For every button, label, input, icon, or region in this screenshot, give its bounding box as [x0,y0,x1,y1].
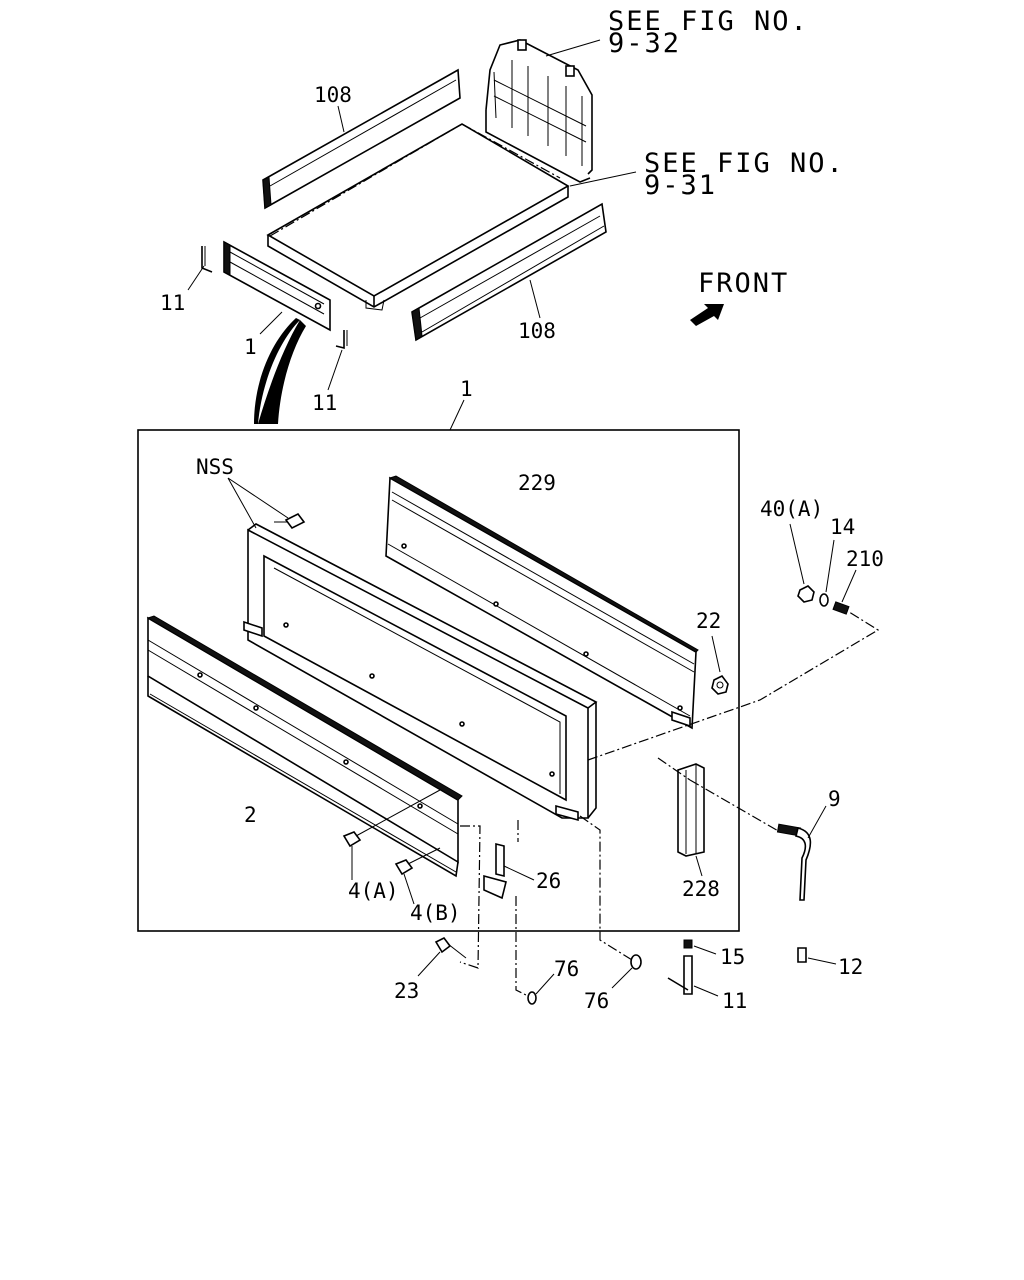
leaders-upper [187,39,637,391]
callout-108-top: 108 [314,83,352,107]
tailgate-small [223,240,331,332]
see-fig-2-line1: SEE FIG NO. [644,148,845,179]
bolt-4a [342,789,441,880]
inner-panel [385,475,699,730]
centre-lines [459,609,880,997]
nut-22 [711,635,729,695]
label-see-fig-1: SEE FIG NO. 9-32 [608,6,809,59]
detail-box [137,429,740,932]
callout-9: 9 [828,787,841,811]
label-see-fig-2: SEE FIG NO. 9-31 [644,148,845,201]
side-panel-right [411,202,607,342]
washer-14 [819,539,835,607]
callout-23: 23 [394,979,419,1003]
callout-229: 229 [518,471,556,495]
clip-15 [683,939,717,955]
cap-12 [797,947,837,965]
callout-14: 14 [830,515,855,539]
callout-15: 15 [720,945,745,969]
callout-76b: 76 [584,989,609,1013]
callout-40a: 40(A) [760,497,823,521]
callout-1-left: 1 [244,335,257,359]
tailgate-frame [243,523,598,822]
callout-26: 26 [536,869,561,893]
pin-small-left [201,246,213,273]
callout-nss: NSS [196,455,234,479]
side-panel-left [262,68,461,210]
callout-4a: 4(A) [348,879,399,903]
callout-1-box: 1 [460,377,473,401]
callout-2: 2 [244,803,257,827]
front-label: FRONT [698,268,789,299]
hinge-bracket [483,842,535,900]
washer-76b [611,954,642,989]
bed-floor [266,123,570,311]
stud-210 [832,569,857,615]
see-fig-2-line2: 9-31 [644,170,717,201]
detail-arrow [254,318,306,424]
callout-11-left: 11 [160,291,185,315]
cargo-bed-overview [201,39,724,424]
callout-76a: 76 [554,957,579,981]
see-fig-1-line1: SEE FIG NO. [608,6,809,37]
nss-bolt [227,477,306,530]
pin-11-lower [667,955,719,997]
outer-panel [146,615,463,878]
callout-4b: 4(B) [410,901,461,925]
callout-108-bottom: 108 [518,319,556,343]
handle-pin [776,805,827,901]
callout-22: 22 [696,609,721,633]
washer-76a [527,973,555,1005]
callout-11-lower: 11 [722,989,747,1013]
bolt-4b [394,847,441,905]
nut-40a [789,523,815,603]
bolt-23 [417,936,467,977]
pin-small-right [335,330,348,350]
see-fig-1-line2: 9-32 [608,28,681,59]
callout-12: 12 [838,955,863,979]
front-arrow-icon [690,304,724,326]
stake-post [677,763,705,877]
callout-11-mid: 11 [312,391,337,415]
callout-210: 210 [846,547,884,571]
callout-228: 228 [682,877,720,901]
